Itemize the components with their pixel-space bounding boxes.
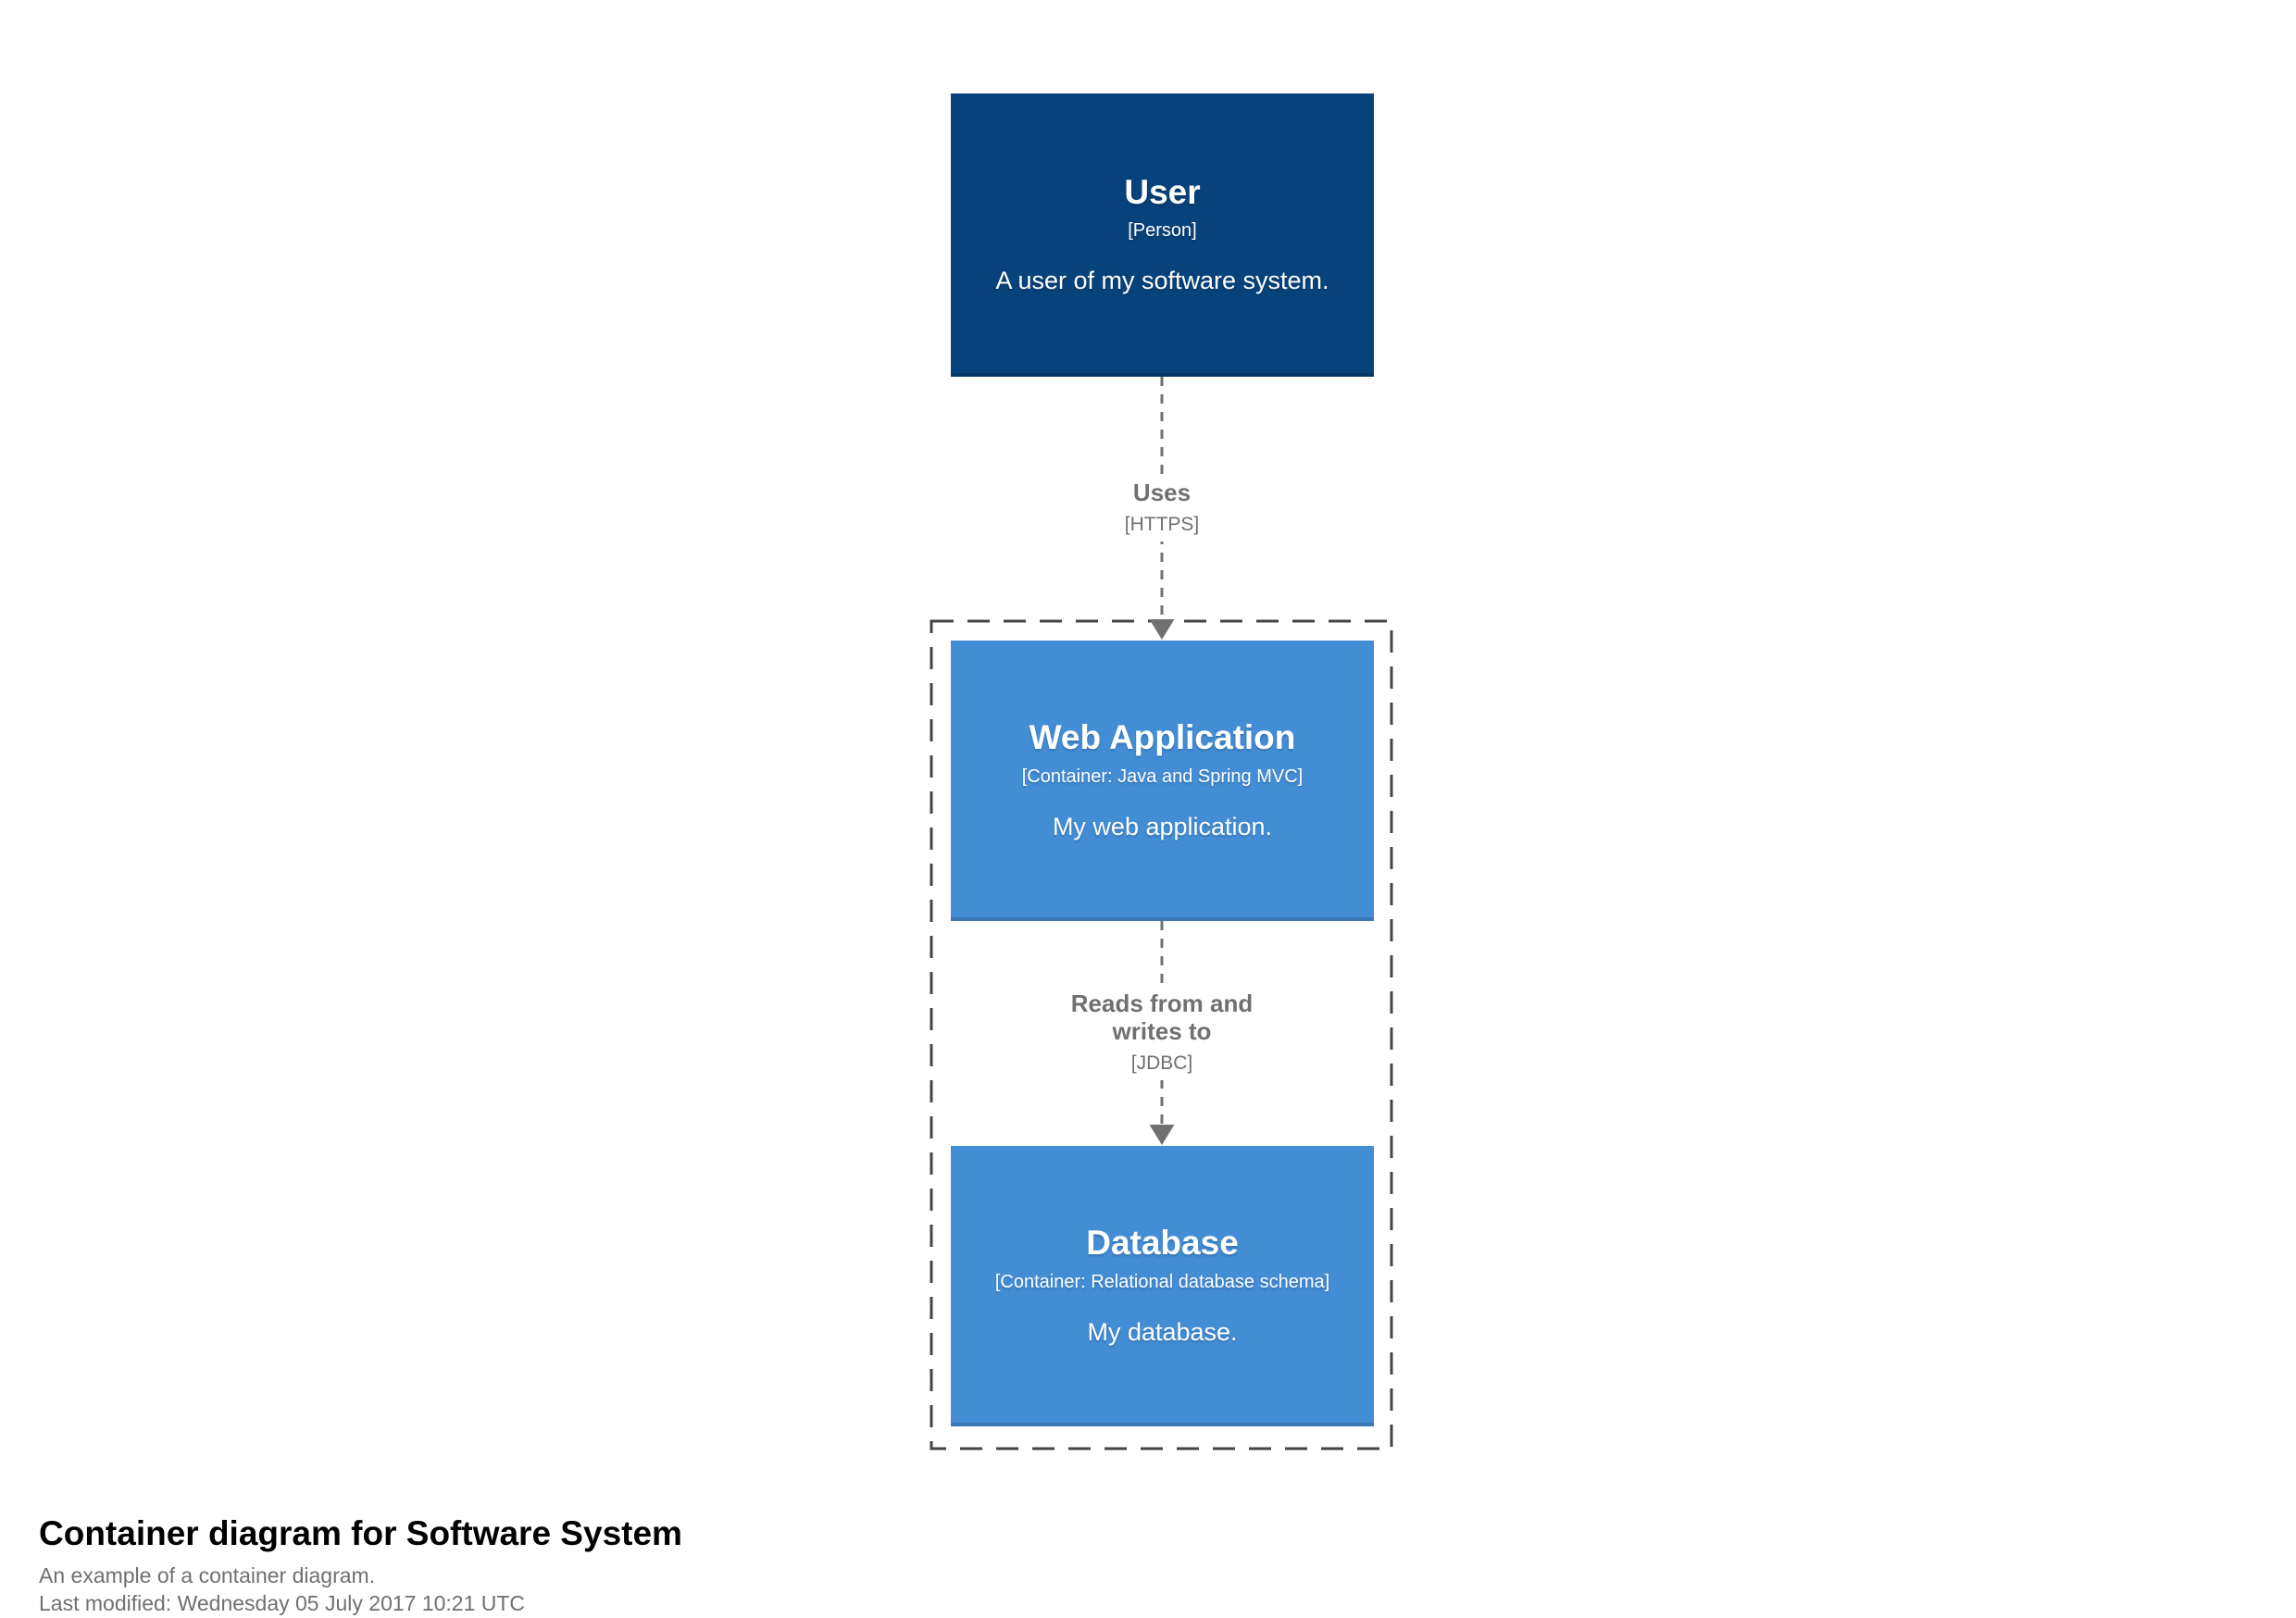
node-web-application-name: Web Application [1029, 718, 1296, 757]
node-user-description: A user of my software system. [995, 267, 1329, 295]
node-database-meta: [Container: Relational database schema] [994, 1271, 1330, 1292]
diagram-title: Container diagram for Software System [39, 1514, 682, 1552]
relationship-label-webapp-database: Reads from and writes to [JDBC] [1033, 985, 1291, 1080]
arrowhead-user-webapp [1149, 619, 1175, 640]
node-web-application-meta: [Container: Java and Spring MVC] [1021, 765, 1304, 787]
diagram-last-modified: Last modified: Wednesday 05 July 2017 10… [39, 1590, 526, 1615]
relationship-label-user-webapp: Uses [HTTPS] [1111, 474, 1213, 541]
relationship-webapp-database-technology: [JDBC] [1130, 1052, 1193, 1074]
relationship-user-webapp-technology: [HTTPS] [1124, 513, 1200, 535]
node-database-description: My database. [1087, 1317, 1238, 1346]
node-user-meta: [Person] [1128, 220, 1197, 242]
diagram-description: An example of a container diagram. [39, 1563, 376, 1587]
node-user-name: User [1124, 172, 1201, 211]
node-web-application-description: My web application. [1052, 812, 1273, 840]
node-database-name: Database [1086, 1224, 1239, 1263]
arrowhead-webapp-database [1149, 1125, 1175, 1145]
node-user[interactable]: User [Person] A user of my software syst… [951, 93, 1374, 377]
node-web-application[interactable]: Web Application [Container: Java and Spr… [951, 641, 1374, 921]
relationship-user-webapp-text: Uses [1132, 479, 1192, 506]
diagram-metadata: Container diagram for Software System An… [39, 1514, 682, 1618]
relationship-webapp-database-text: Reads from and writes to [1070, 989, 1254, 1045]
node-database[interactable]: Database [Container: Relational database… [951, 1146, 1374, 1426]
